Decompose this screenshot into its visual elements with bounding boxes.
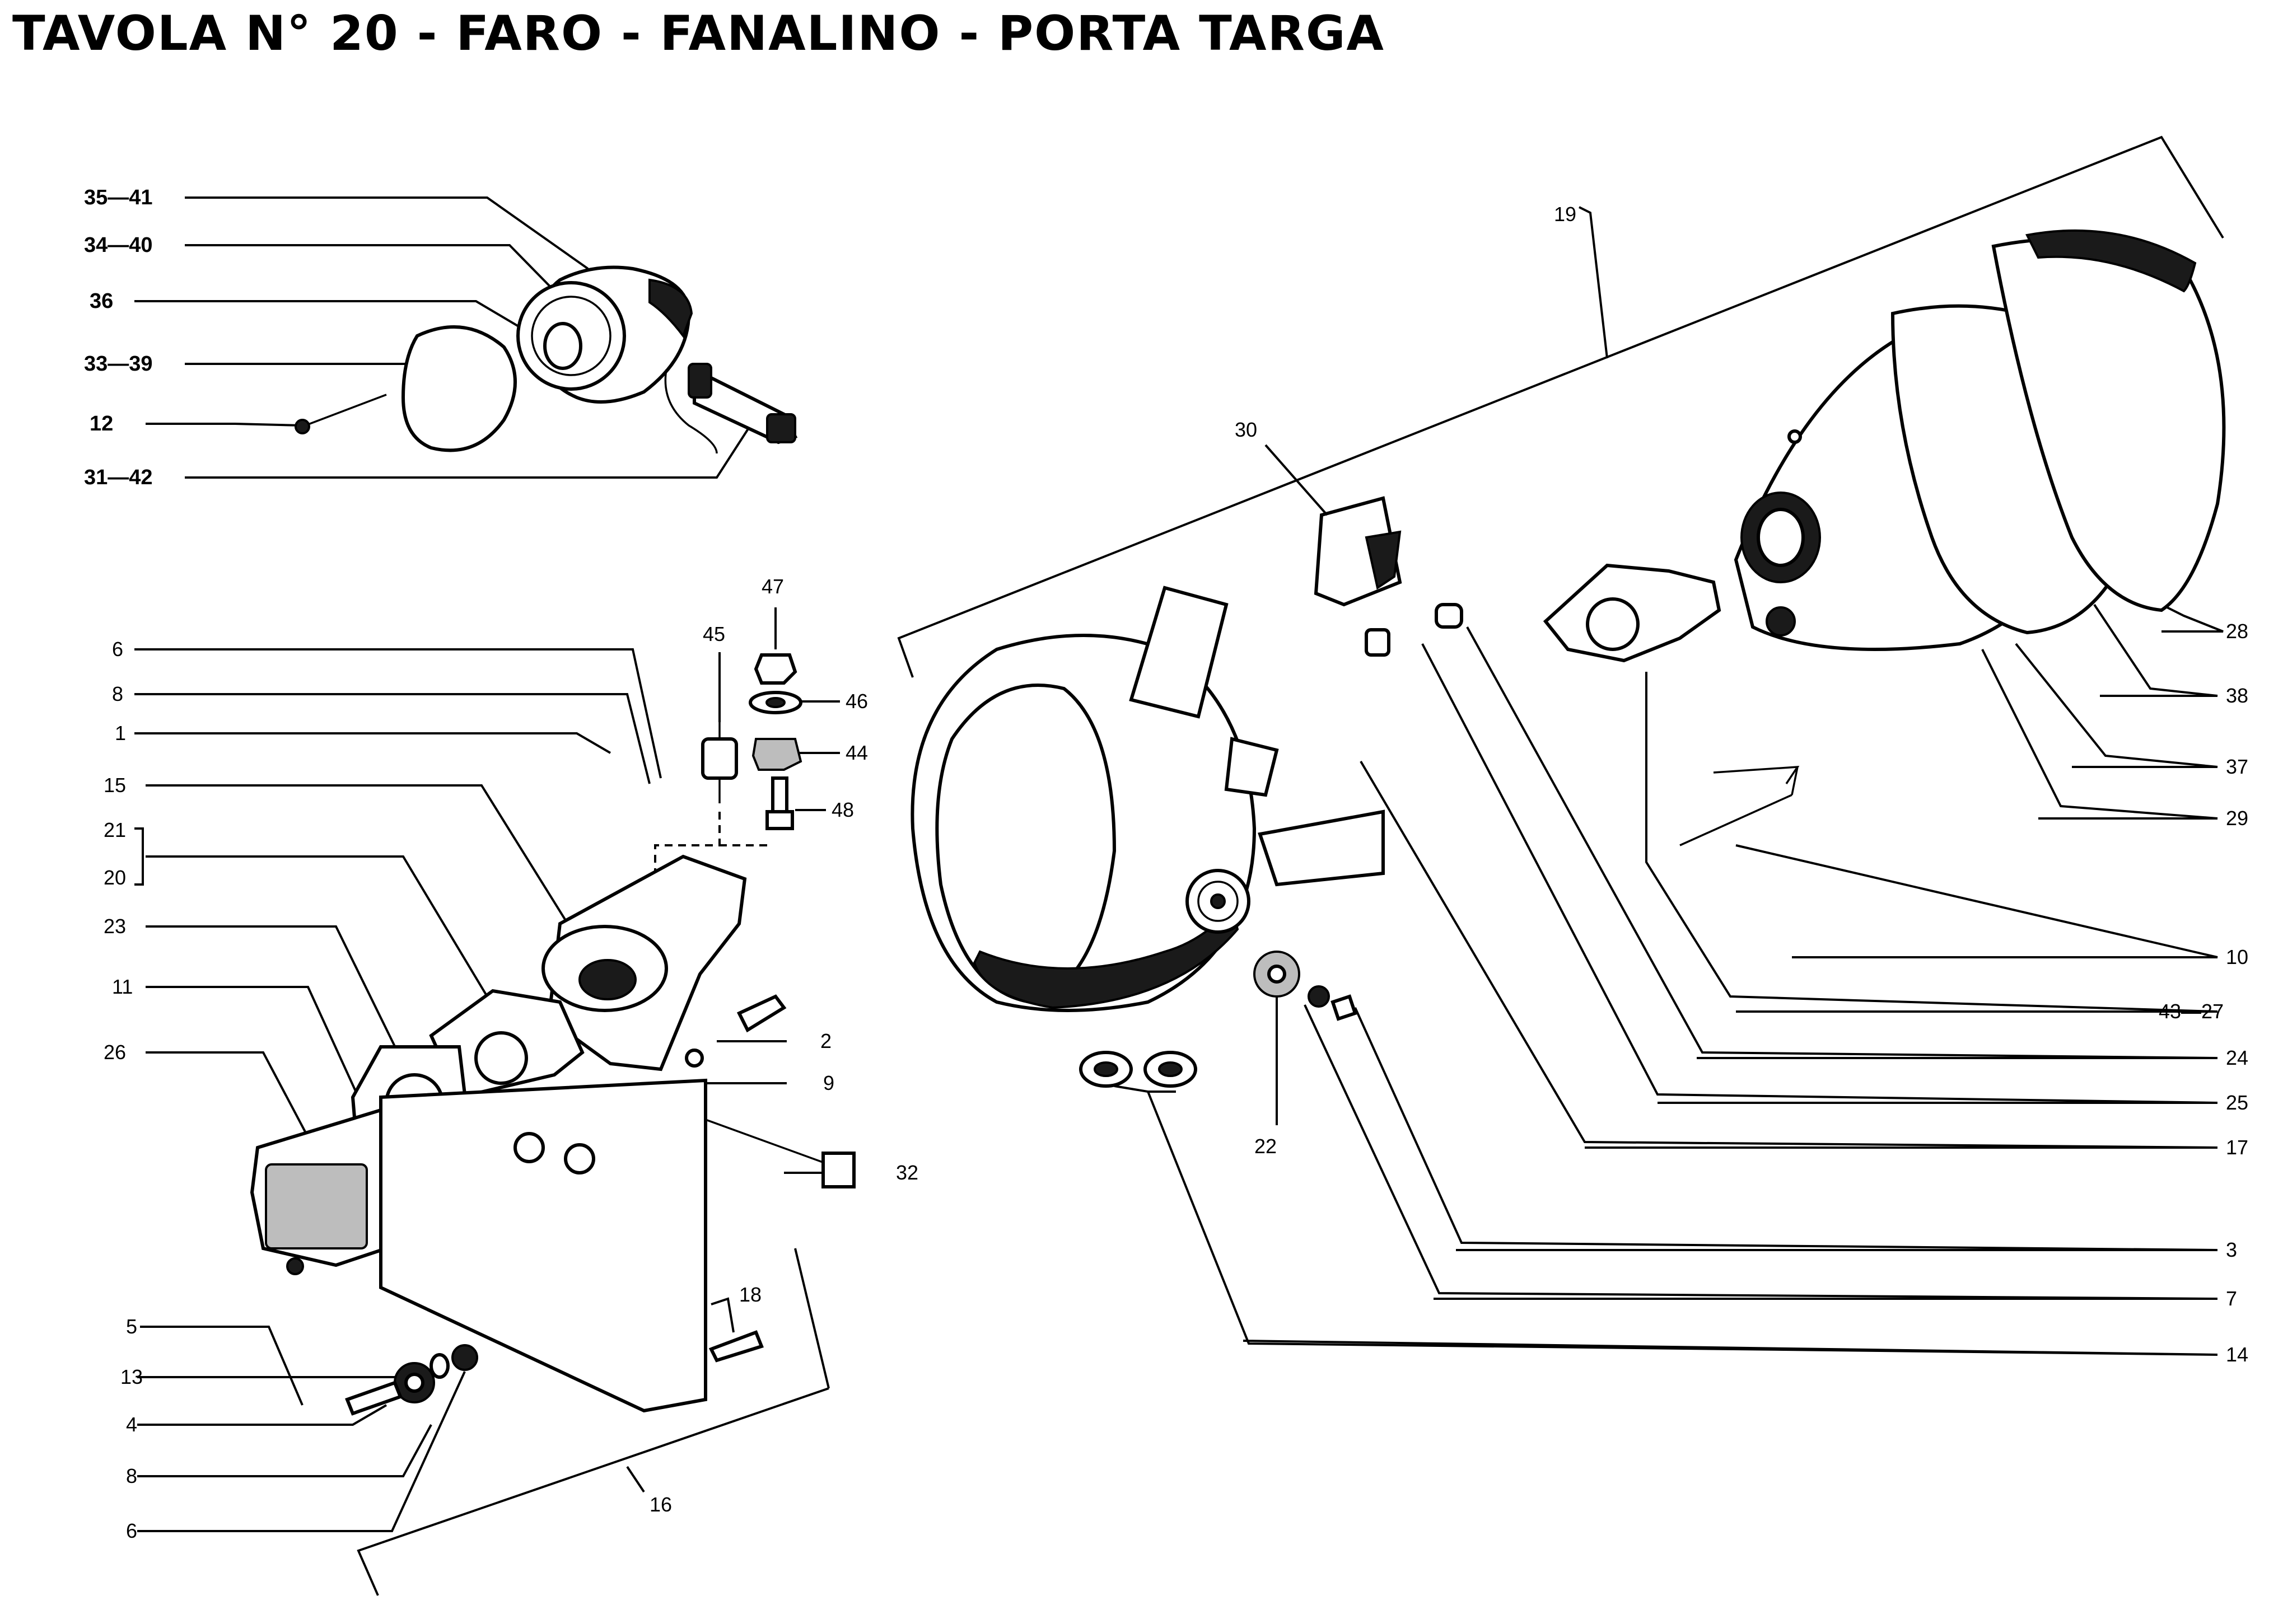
callout-26: 26 xyxy=(104,1041,126,1064)
callout-7: 7 xyxy=(2226,1287,2237,1310)
callout-18: 18 xyxy=(739,1283,762,1306)
leader-lines xyxy=(134,135,2224,1596)
mount-hardware xyxy=(701,653,802,830)
callout-30: 30 xyxy=(1235,418,1257,441)
callout-37: 37 xyxy=(2226,755,2248,778)
callout-19: 19 xyxy=(1554,203,1576,226)
callout-47: 47 xyxy=(762,575,784,598)
callout-labels: 35—41 34—40 36 33—39 12 31—42 47 45 46 4… xyxy=(84,186,2248,1542)
callout-3: 3 xyxy=(2226,1238,2237,1261)
callout-25: 25 xyxy=(2226,1091,2248,1114)
callout-34-40: 34—40 xyxy=(84,233,153,257)
callout-4: 4 xyxy=(126,1413,137,1436)
callout-32: 32 xyxy=(896,1161,918,1184)
callout-46: 46 xyxy=(846,690,868,713)
callout-14: 14 xyxy=(2226,1343,2248,1366)
small-fasteners xyxy=(345,1344,478,1416)
reflector-lens-rim xyxy=(1734,229,2226,651)
callout-45: 45 xyxy=(703,623,725,645)
callout-16: 16 xyxy=(650,1493,672,1516)
callout-5: 5 xyxy=(126,1315,137,1338)
tail-light-and-plate-holder xyxy=(250,854,856,1413)
bulb-holders xyxy=(1314,496,1800,846)
callout-10: 10 xyxy=(2226,946,2248,968)
callout-43-27: 43—27 xyxy=(2159,1000,2224,1023)
callout-44: 44 xyxy=(846,741,868,764)
callout-13: 13 xyxy=(120,1365,143,1388)
side-light-assembly xyxy=(295,265,798,454)
callout-20: 20 xyxy=(104,866,126,889)
callout-8-top: 8 xyxy=(112,682,123,705)
callout-28: 28 xyxy=(2226,620,2248,643)
callout-6-top: 6 xyxy=(112,638,123,661)
callout-6-bottom: 6 xyxy=(126,1519,137,1542)
callout-8-bottom: 8 xyxy=(126,1464,137,1487)
callout-1: 1 xyxy=(115,722,126,745)
callout-48: 48 xyxy=(832,798,854,821)
callout-24: 24 xyxy=(2226,1046,2248,1069)
callout-36: 36 xyxy=(90,289,113,313)
callout-9: 9 xyxy=(823,1071,834,1094)
headlamp-shell xyxy=(911,586,1385,1088)
callout-38: 38 xyxy=(2226,684,2248,707)
callout-33-39: 33—39 xyxy=(84,352,153,376)
callout-2: 2 xyxy=(820,1029,832,1052)
callout-12: 12 xyxy=(90,412,113,436)
callout-11: 11 xyxy=(112,975,133,998)
callout-15: 15 xyxy=(104,774,126,797)
callout-35-41: 35—41 xyxy=(84,186,153,209)
page-title: TAVOLA N° 20 - FARO - FANALINO - PORTA T… xyxy=(12,6,1385,62)
callout-21: 21 xyxy=(104,818,126,841)
callout-31-42: 31—42 xyxy=(84,466,153,489)
callout-23: 23 xyxy=(104,915,126,938)
callout-22: 22 xyxy=(1254,1135,1277,1158)
callout-29: 29 xyxy=(2226,807,2248,830)
callout-17: 17 xyxy=(2226,1136,2248,1159)
